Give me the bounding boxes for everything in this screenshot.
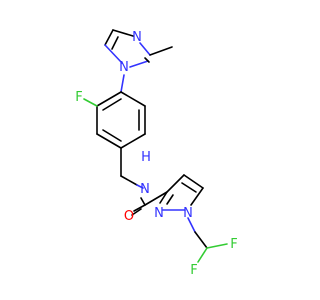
n-aryl-bond: [120, 74, 125, 93]
amide-n-label: N: [140, 182, 150, 197]
pyrazole-n1-label: N: [183, 206, 193, 221]
difluoro-f-left-label: F: [190, 263, 197, 278]
carbonyl-o-label: O: [124, 209, 134, 224]
difluoro-f-right-label: F: [230, 237, 237, 252]
benzene-ring: [96, 91, 146, 149]
aryl-fluorine-label: F: [75, 90, 82, 105]
pyrazole-n2-label: N: [154, 206, 164, 221]
c-f-right-bond: [206, 243, 228, 249]
imidazole-ring: [104, 29, 173, 68]
imidazole-n-attach-label: N: [119, 60, 129, 75]
aryl-f-bond: [83, 98, 98, 107]
imidazole-n-top-label: N: [132, 30, 142, 45]
methyl-bond: [149, 46, 173, 56]
carbonyl-bond-1: [133, 204, 146, 212]
c-f-left-bond: [197, 247, 208, 263]
ch2-n-bond: [120, 175, 138, 186]
pyrazole-ring: [159, 174, 204, 211]
carbonyl-bond-2: [131, 208, 142, 216]
molecule-structure: N N F N H O N N F F: [75, 29, 238, 278]
ch2-chf2-bond: [194, 231, 208, 249]
amide-pyrazole-bond: [144, 191, 168, 206]
amide-h-label: H: [141, 150, 151, 165]
molecule-canvas: N N F N H O N N F F: [75, 29, 238, 278]
amide-c-n-bond: [140, 197, 146, 206]
n-ch2-bond: [187, 217, 196, 233]
